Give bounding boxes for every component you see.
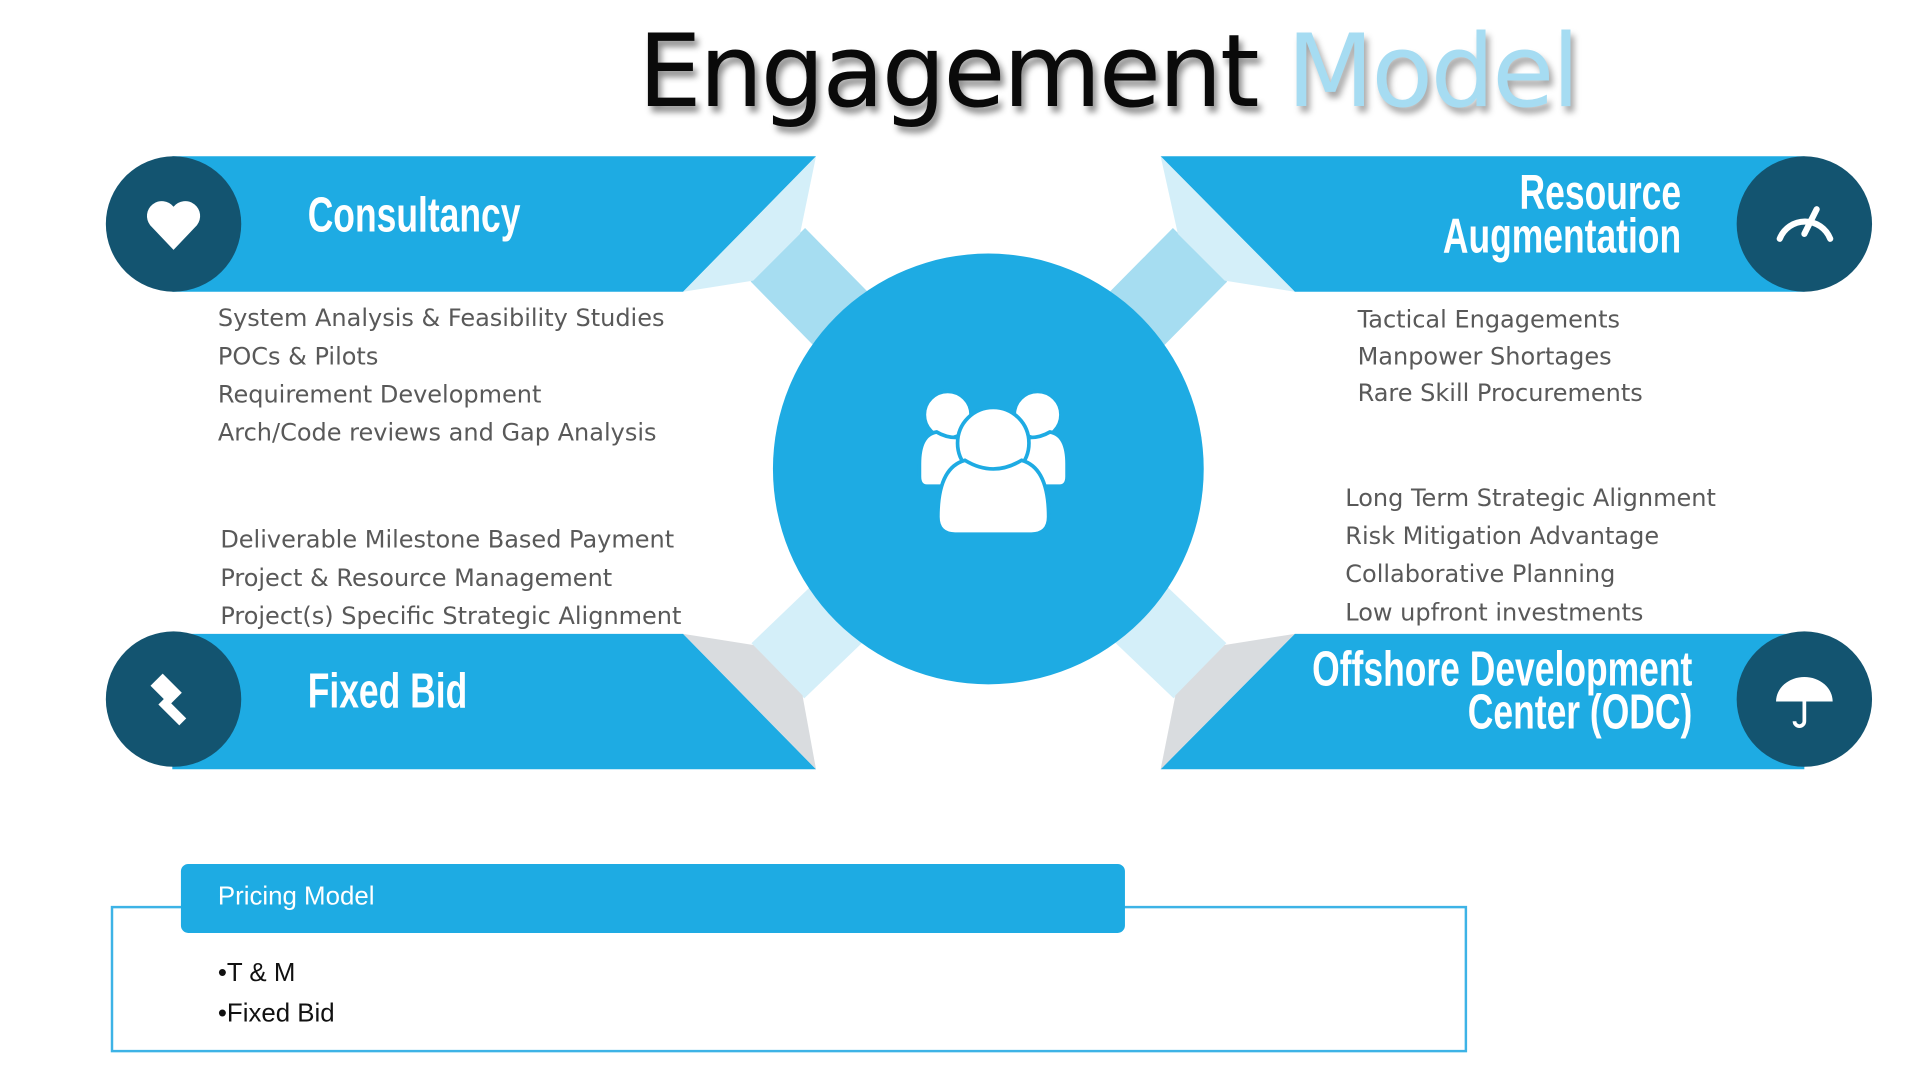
label-line: Center (ODC) bbox=[1467, 685, 1693, 740]
list-item: Deliverable Milestone Based Payment bbox=[220, 525, 675, 554]
list-item: Requirement Development bbox=[217, 380, 542, 409]
list-item: •T & M bbox=[217, 958, 296, 988]
fold-odc bbox=[1160, 633, 1295, 770]
list-item: System Analysis & Feasibility Studies bbox=[217, 304, 665, 333]
banner-fixed-bid bbox=[172, 633, 817, 770]
title-engagement: Engagement bbox=[637, 13, 1260, 131]
resource-augmentation-list: Tactical Engagements Manpower Shortages … bbox=[1358, 302, 1643, 413]
fold-consultancy bbox=[683, 156, 817, 292]
label-line: Offshore Development bbox=[1312, 642, 1693, 697]
list-item: Arch/Code reviews and Gap Analysis bbox=[217, 418, 657, 447]
list-item: POCs & Pilots bbox=[217, 342, 379, 371]
consultancy-list: System Analysis & Feasibility Studies PO… bbox=[218, 299, 665, 452]
list-item: Low upfront investments bbox=[1345, 598, 1644, 627]
resource-augmentation-label: Resource Augmentation bbox=[1443, 166, 1682, 264]
list-item: Risk Mitigation Advantage bbox=[1345, 521, 1660, 551]
list-item: •Fixed Bid bbox=[217, 999, 335, 1028]
list-item: Collaborative Planning bbox=[1345, 560, 1616, 589]
page-title: Engagement Model bbox=[0, 22, 1920, 123]
banner-resource-augmentation bbox=[1160, 156, 1805, 292]
umbrella-icon bbox=[1776, 676, 1833, 728]
consultancy-label: Consultancy bbox=[307, 188, 521, 243]
pricing-model-title: Pricing Model bbox=[217, 882, 375, 911]
gavel-icon bbox=[150, 673, 187, 726]
fold-resource-augmentation bbox=[1160, 156, 1295, 292]
fixed-bid-label: Fixed Bid bbox=[307, 664, 468, 719]
fixed-bid-list: Deliverable Milestone Based Payment Proj… bbox=[220, 521, 681, 635]
speedometer-icon bbox=[1776, 206, 1834, 242]
list-item: Long Term Strategic Alignment bbox=[1345, 483, 1716, 513]
list-item: Tactical Engagements bbox=[1357, 305, 1621, 334]
list-item: Project & Resource Management bbox=[220, 563, 613, 593]
list-item: Manpower Shortages bbox=[1357, 342, 1612, 371]
pricing-item: T & M bbox=[226, 958, 296, 988]
pricing-item: Fixed Bid bbox=[226, 999, 335, 1028]
fold-fixed-bid bbox=[683, 633, 817, 770]
odc-label: Offshore Development Center (ODC) bbox=[1312, 642, 1693, 740]
users-group-icon bbox=[917, 389, 1069, 537]
odc-list: Long Term Strategic Alignment Risk Mitig… bbox=[1345, 479, 1716, 632]
pricing-model-header: Pricing Model bbox=[180, 864, 1125, 933]
label-line: Resource bbox=[1519, 166, 1682, 221]
banner-consultancy bbox=[172, 156, 817, 292]
banner-odc bbox=[1160, 633, 1805, 770]
list-item: Rare Skill Procurements bbox=[1357, 379, 1643, 408]
list-item: Project(s) Specific Strategic Alignment bbox=[220, 601, 682, 631]
label-line: Augmentation bbox=[1443, 209, 1682, 264]
heart-icon bbox=[146, 201, 201, 250]
pricing-list: •T & M •Fixed Bid bbox=[218, 953, 335, 1034]
title-model: Model bbox=[1286, 13, 1580, 131]
